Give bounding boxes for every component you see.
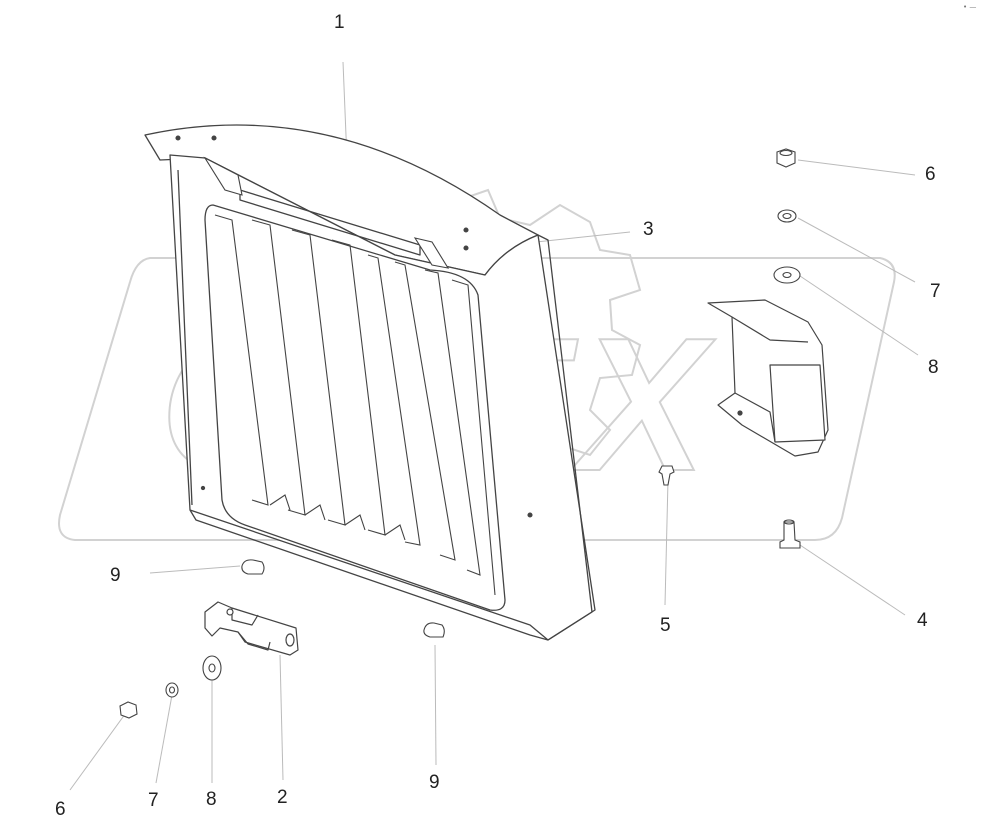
leader-4	[799, 544, 906, 616]
frame-bottom-edge	[189, 509, 549, 641]
leader-6-top	[797, 159, 916, 176]
part-1-grille-frame	[144, 124, 596, 641]
plug-9-left	[241, 559, 265, 575]
corner-mark: • —	[963, 3, 977, 11]
leader-7-top	[797, 217, 916, 283]
leader-6-bottom	[69, 709, 129, 791]
leader-8-top	[799, 275, 919, 356]
nut-6-bottom	[119, 701, 138, 719]
frame-left-edge	[177, 169, 193, 506]
callout-3: 3	[643, 219, 654, 240]
callout-9-left: 9	[110, 565, 121, 586]
hardware-parts	[119, 148, 801, 719]
callout-6-bottom: 6	[55, 799, 66, 820]
callout-1: 1	[334, 12, 345, 33]
callout-4: 4	[917, 610, 928, 631]
callout-5: 5	[660, 615, 671, 636]
callout-2: 2	[277, 787, 288, 808]
callout-8-bottom: 8	[206, 789, 217, 810]
callout-6-top: 6	[925, 164, 936, 185]
leader-2	[279, 654, 284, 781]
frame-top-rail	[239, 189, 421, 256]
frame-right-side	[537, 234, 593, 641]
top-brackets	[175, 135, 533, 518]
screw-5	[658, 465, 675, 486]
callout-9-bottom: 9	[429, 772, 440, 793]
leader-9-left	[149, 565, 241, 574]
part-2-latch	[204, 601, 299, 656]
callout-8-top: 8	[928, 357, 939, 378]
leader-5	[664, 479, 669, 606]
bolt-4	[779, 521, 801, 549]
grille-louvres	[214, 214, 496, 596]
plug-9-bottom	[423, 622, 445, 638]
callout-7-top: 7	[930, 281, 941, 302]
leader-lines	[69, 61, 919, 791]
leader-9-bottom	[434, 644, 437, 766]
nut-6-top	[776, 148, 796, 168]
leader-7-bottom	[155, 694, 173, 784]
part-3-mounting-bracket	[707, 299, 829, 457]
callout-7-bottom: 7	[148, 790, 159, 811]
